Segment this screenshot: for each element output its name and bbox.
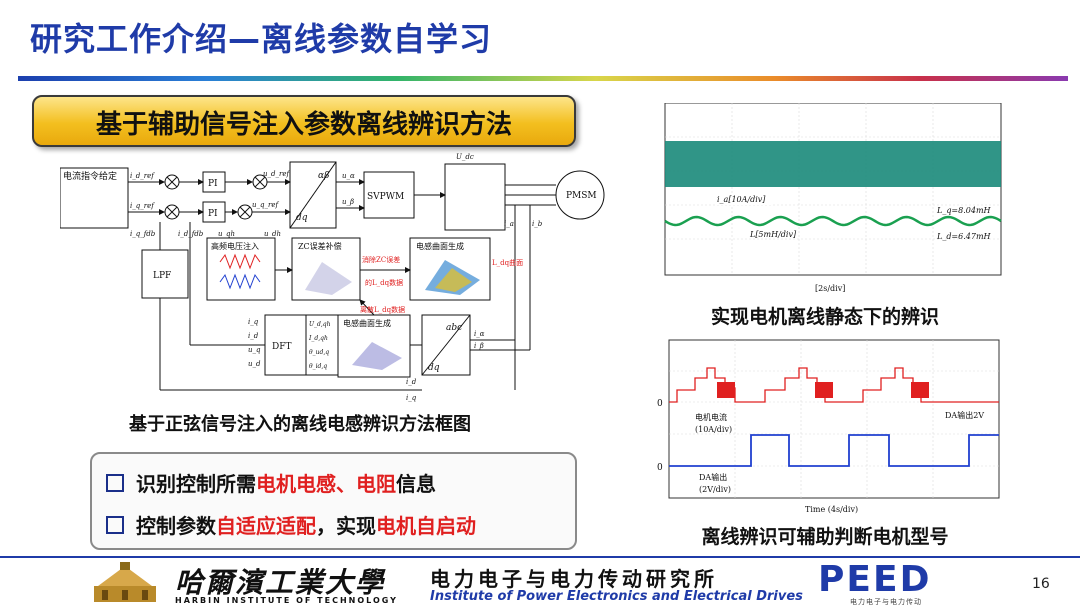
zc-remove-annotation-2: 的L_dq数据	[365, 278, 403, 287]
inductance-scale-label: L[5mH/div]	[749, 230, 797, 239]
bullet-1: 识别控制所需电机电感、电阻信息	[106, 468, 436, 497]
id-fdb-label: i_d_fdb	[178, 230, 204, 238]
svpwm-block	[363, 171, 415, 219]
university-name-en: HARBIN INSTITUTE OF TECHNOLOGY	[175, 596, 398, 605]
dft-out-1-label: U_d,qh	[309, 321, 331, 328]
curve-gen-2-label: 电感曲面生成	[343, 318, 391, 328]
dft-block	[264, 314, 308, 376]
da-output-scale-label: (2V/div)	[699, 485, 731, 494]
page-number: 16	[1032, 576, 1050, 592]
dft-out-3-label: θ_ud,q	[309, 349, 329, 356]
svpwm-label: SVPWM	[367, 192, 404, 202]
abc-label: abc	[446, 323, 462, 333]
current-scale-label: i_a[10A/div]	[717, 195, 766, 204]
hf-injection-block	[206, 237, 276, 301]
method-title: 基于辅助信号注入参数离线辨识方法	[95, 110, 512, 140]
current-band	[665, 141, 1001, 187]
pi-label-d: PI	[208, 179, 218, 189]
dft-out-4-label: θ_id,q	[309, 363, 327, 370]
dft-in-4-label: u_d	[248, 360, 261, 368]
da-output-label: DA输出	[699, 472, 727, 482]
time-scale-label: [2s/div]	[815, 284, 845, 293]
lq-value-label: L_q=8.04mH	[936, 206, 992, 215]
hf-injection-label: 高频电压注入	[211, 241, 259, 251]
lpf-label: LPF	[153, 271, 171, 281]
zc-remove-annotation: 消除ZC误差	[362, 255, 400, 264]
lpf-block	[141, 249, 189, 299]
curve-gen-label: 电感曲面生成	[416, 241, 464, 251]
footer-divider	[0, 556, 1080, 558]
ibeta-label: i_β	[474, 342, 484, 350]
iq-fdb-label: i_q_fdb	[130, 230, 156, 238]
inverter-block	[444, 163, 506, 231]
uqh-label: u_qh	[218, 230, 235, 238]
dft-in-2-label: i_d	[248, 332, 259, 340]
peed-subtitle: 电力电子与电力传动	[850, 598, 922, 606]
udh-label: u_dh	[264, 230, 281, 238]
udc-label: U_dc	[456, 153, 474, 161]
dft-in-1-label: i_q	[248, 318, 259, 326]
motor-current-scale-label: (10A/div)	[695, 425, 732, 434]
hit-emblem-icon	[94, 562, 156, 602]
ia-label: i_a	[504, 220, 514, 228]
zero-marker-2: 0	[657, 463, 663, 473]
university-name-cn: 哈爾濱工業大學	[175, 566, 386, 599]
key-points-box: 识别控制所需电机电感、电阻信息 控制参数自适应适配，实现电机自启动	[90, 452, 577, 550]
inductance-identification-block-diagram: 电流指令给定 PI PI αβ dq SVPWM PMSM LPF 高频电压注入…	[60, 153, 605, 402]
motor-current-trace	[669, 367, 999, 403]
current-command-label: 电流指令给定	[63, 170, 117, 182]
ud-ref-label: u_d_ref	[263, 170, 290, 178]
method-title-box: 基于辅助信号注入参数离线辨识方法	[32, 95, 576, 147]
pi-label-q: PI	[208, 209, 218, 219]
ialpha-label: i_α	[474, 330, 485, 338]
title-divider	[18, 76, 1068, 81]
dft-label: DFT	[272, 342, 291, 352]
ib-label: i_b	[532, 220, 543, 228]
institute-name-cn: 电力电子与电力传动研究所	[430, 567, 718, 591]
static-identification-waveform: 1 2 i_a[10A/div] L[5mH/div] L_q=8.04mH L…	[664, 103, 1002, 293]
inductance-trace	[664, 215, 1002, 227]
discrete-annotation: 离散L_dq数据	[360, 305, 405, 314]
id-ref-label: i_d_ref	[130, 172, 155, 180]
motor-type-caption: 离线辨识可辅助判断电机型号	[701, 526, 949, 548]
alphabeta-label: αβ	[318, 171, 329, 181]
da-output-2v-label: DA输出2V	[945, 410, 984, 420]
square-bullet-icon	[106, 474, 124, 492]
iq-label: i_q	[406, 394, 417, 402]
current-command-block	[60, 167, 129, 229]
peed-logo: PEED	[818, 559, 932, 600]
bullet-2: 控制参数自适应适配，实现电机自启动	[106, 510, 476, 539]
diagram-caption: 基于正弦信号注入的离线电感辨识方法框图	[129, 414, 471, 435]
ualpha-label: u_α	[342, 172, 355, 180]
motor-current-label: 电机电流	[695, 412, 727, 422]
uq-ref-label: u_q_ref	[252, 201, 279, 209]
dft-out-2-label: I_d,qh	[308, 335, 328, 342]
da-output-trace	[669, 434, 999, 467]
zero-marker-1: 0	[657, 399, 663, 409]
dq-label: dq	[296, 213, 308, 223]
id-label: i_d	[406, 378, 417, 386]
ubeta-label: u_β	[342, 198, 354, 206]
motor-type-waveform: 0 0 电机电流 (10A/div) DA输出 (2V/div) DA输出2V …	[657, 339, 1000, 514]
ld-value-label: L_d=6.47mH	[936, 232, 992, 241]
institute-name-en: Institute of Power Electronics and Elect…	[430, 589, 803, 604]
iq-ref-label: i_q_ref	[130, 202, 155, 210]
abc-dq-label: dq	[428, 363, 440, 373]
square-bullet-icon	[106, 516, 124, 534]
static-waveform-caption: 实现电机离线静态下的辨识	[710, 306, 939, 328]
dft-in-3-label: u_q	[248, 346, 261, 354]
slide-title: 研究工作介绍—离线参数自学习	[30, 20, 493, 58]
ldq-curve-annotation: L_dq曲面	[492, 258, 523, 267]
pmsm-label: PMSM	[566, 191, 597, 201]
time-axis-label: Time (4s/div)	[805, 505, 858, 514]
zc-comp-label: ZC误差补偿	[298, 241, 342, 251]
